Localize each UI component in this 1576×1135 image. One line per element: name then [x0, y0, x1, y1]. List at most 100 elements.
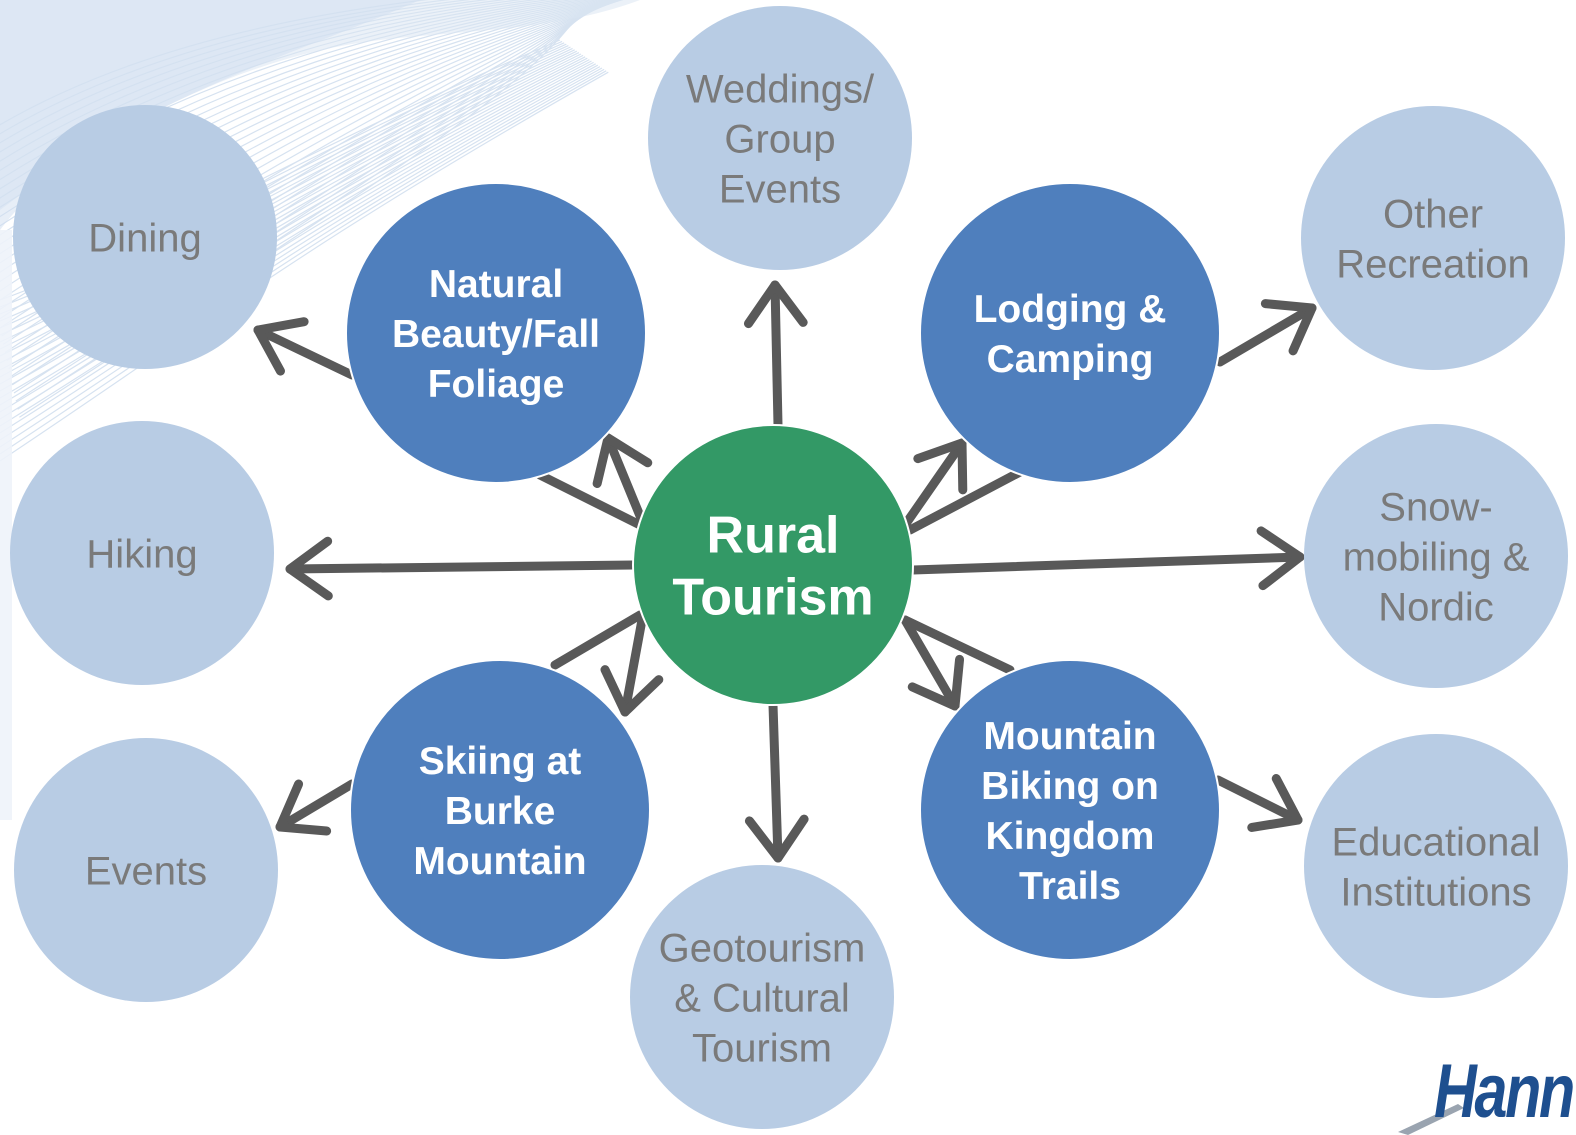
arrow-mountain-biking-to-educational: [1213, 774, 1303, 832]
node-weddings-label-line: Weddings/: [686, 67, 875, 111]
arrow-rural-tourism-to-snowmobiling: [908, 526, 1305, 591]
arrow-shaft: [768, 700, 783, 863]
node-geotourism-label-line: Geotourism: [659, 926, 866, 970]
node-mountain-biking-label-line: Trails: [1019, 865, 1121, 908]
arrow-head: [1260, 299, 1317, 356]
node-other-recreation-label-line: Other: [1383, 192, 1483, 236]
arrow-shaft: [603, 433, 650, 533]
node-skiing-burke-label-line: Burke: [445, 790, 556, 833]
node-weddings-circle: [648, 6, 912, 270]
node-mountain-biking-label-line: Mountain: [983, 715, 1156, 758]
node-events-label-line: Events: [85, 849, 207, 893]
hann-logo-text: Hann: [1434, 1049, 1575, 1134]
hann-logo: [1398, 1104, 1464, 1135]
arrow-shaft: [275, 779, 357, 832]
node-dining-circle: [13, 105, 277, 369]
arrow-shaft: [253, 325, 357, 380]
arrow-rural-tourism-to-skiing-burke: [600, 615, 664, 717]
node-other-recreation-label-line: Recreation: [1336, 242, 1529, 286]
arrow-head: [744, 814, 809, 863]
node-events-circle: [14, 738, 278, 1002]
arrow-shaft: [1213, 775, 1303, 825]
swirl-line: [0, 71, 609, 462]
arrow-head: [743, 280, 808, 329]
connector-line: [550, 610, 645, 670]
node-rural-tourism-circle: [632, 424, 914, 706]
node-other-recreation-circle: [1301, 106, 1565, 370]
arrow-rural-tourism-to-hiking: [285, 536, 638, 601]
arrow-head: [1256, 526, 1305, 591]
node-natural-beauty-label-line: Natural: [429, 263, 563, 306]
arrow-shaft: [900, 438, 967, 530]
node-weddings-label-line: Group: [724, 117, 835, 161]
connector-line: [535, 470, 645, 530]
node-geotourism-circle: [630, 865, 894, 1129]
arrow-rural-tourism-to-weddings: [743, 280, 808, 430]
arrows: [253, 280, 1317, 863]
node-mountain-biking-label-line: Biking on: [981, 765, 1159, 808]
arrow-shaft: [900, 615, 960, 711]
node-educational-label-line: Institutions: [1340, 870, 1531, 914]
node-lodging-camping-label-line: Lodging &: [974, 288, 1167, 331]
arrow-natural-beauty-to-dining: [253, 317, 357, 380]
node-educational-label-line: Educational: [1331, 820, 1540, 864]
arrow-shaft: [908, 552, 1305, 575]
arrow-shaft: [285, 560, 638, 574]
arrow-rural-tourism-to-geotourism: [744, 700, 809, 863]
node-snowmobiling: Snow-mobiling &Nordic: [1304, 424, 1568, 688]
node-dining-label-line: Dining: [88, 216, 201, 260]
arrow-skiing-burke-to-events: [275, 779, 357, 836]
node-lodging-camping: Lodging & Camping: [919, 182, 1221, 484]
arrow-head: [1247, 774, 1303, 832]
arrow-head: [253, 317, 309, 376]
arrow-shaft: [620, 615, 647, 717]
node-snowmobiling-label-line: Snow-: [1379, 485, 1492, 529]
node-educational-circle: [1304, 734, 1568, 998]
node-weddings-label-line: Events: [719, 167, 841, 211]
arrow-head: [275, 779, 332, 836]
node-lodging-camping-label-line: Camping: [987, 338, 1154, 381]
node-natural-beauty-label-line: Beauty/Fall: [392, 313, 600, 356]
node-hiking-circle: [10, 421, 274, 685]
arrow-rural-tourism-to-lodging-camping: [900, 438, 968, 530]
arrow-shaft: [770, 280, 783, 430]
node-geotourism-label-line: & Cultural: [674, 976, 850, 1020]
node-natural-beauty-label-line: Foliage: [428, 363, 565, 406]
node-mountain-biking-label-line: Kingdom: [986, 815, 1155, 858]
arrow-head: [600, 665, 664, 717]
arrow-head: [592, 433, 653, 489]
arrow-head: [285, 536, 333, 601]
arrow-head: [907, 654, 965, 711]
node-snowmobiling-circle: [1304, 424, 1568, 688]
node-hiking-label-line: Hiking: [86, 532, 197, 576]
node-natural-beauty-circle: [345, 182, 647, 484]
connector-line: [905, 467, 1025, 535]
arrow-rural-tourism-to-natural-beauty: [592, 433, 653, 533]
node-mountain-biking-circle: [919, 659, 1221, 961]
node-dining: Dining: [13, 105, 277, 369]
node-lodging-camping-circle: [919, 182, 1221, 484]
node-rural-tourism-label-line: Rural: [707, 507, 840, 565]
node-skiing-burke-label-line: Skiing at: [419, 740, 582, 783]
arrow-lodging-camping-to-other-recreation: [1215, 299, 1317, 367]
node-hiking: Hiking: [10, 421, 274, 685]
node-events: Events: [14, 738, 278, 1002]
arrow-head: [913, 438, 968, 495]
node-skiing-burke-label-line: Mountain: [413, 840, 586, 883]
arrow-shaft: [1215, 303, 1317, 367]
arrow-rural-tourism-to-mountain-biking: [900, 615, 965, 711]
connector-line: [900, 615, 1015, 675]
node-skiing-burke-circle: [349, 659, 651, 961]
node-snowmobiling-label-line: mobiling &: [1343, 535, 1530, 579]
nodes: Weddings/GroupEventsDiningOtherRecreatio…: [10, 6, 1568, 1129]
